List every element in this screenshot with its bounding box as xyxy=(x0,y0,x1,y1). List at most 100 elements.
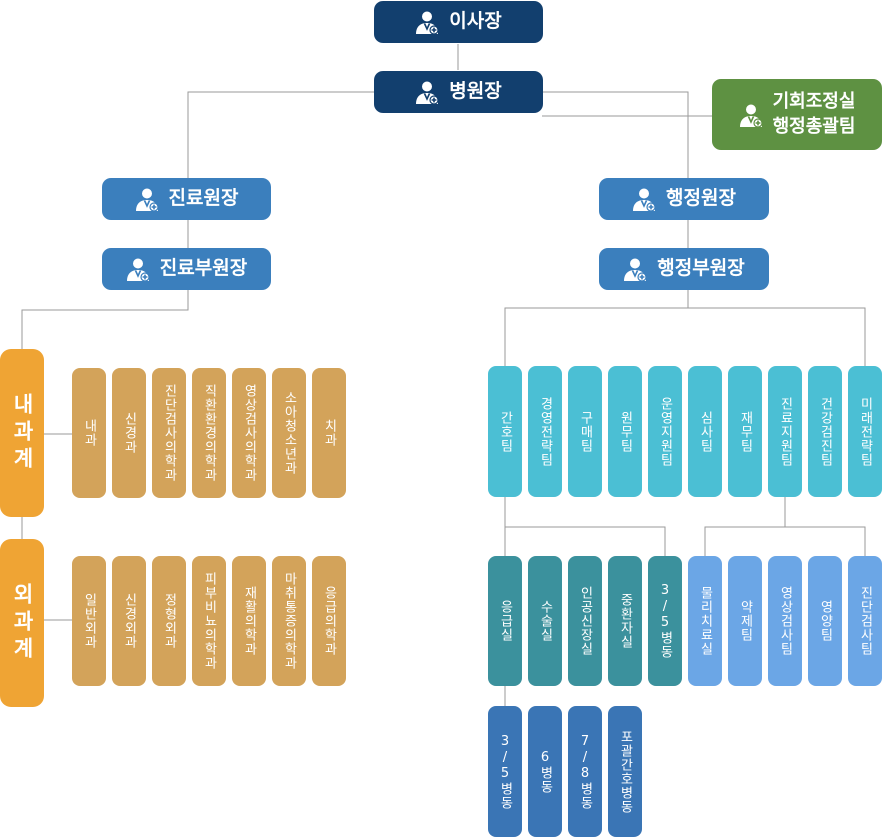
chairman-node: 이사장 xyxy=(374,1,543,43)
internal-dept: 소아청소년과 xyxy=(272,368,306,498)
support-unit-label: 영상검사팀 xyxy=(777,586,793,656)
ward-unit: 포괄간호병동 xyxy=(608,706,642,837)
internal-dept: 직환환경의학과 xyxy=(192,368,226,498)
doctor-icon xyxy=(633,188,656,211)
admin-team: 진료지원팀 xyxy=(768,366,802,497)
nursing-unit: 수술실 xyxy=(528,556,562,686)
surgery-group-label: 외과계 xyxy=(10,582,35,664)
support-unit-label: 영양팀 xyxy=(817,600,833,642)
director-node: 병원장 xyxy=(374,71,543,113)
admin-team-label: 진료지원팀 xyxy=(777,396,793,467)
internal-dept: 내과 xyxy=(72,368,106,498)
admin-team-label: 건강검진팀 xyxy=(817,396,833,467)
admin-team-label: 미래전략팀 xyxy=(857,396,873,467)
surgical-dept-label: 피부비뇨의학과 xyxy=(201,572,217,670)
admin-director-node: 행정원장 xyxy=(599,178,769,220)
internal-dept-label: 진단검사의학과 xyxy=(161,384,177,482)
internal-dept: 영상검사의학과 xyxy=(232,368,266,498)
vice-admin-director-label: 행정부원장 xyxy=(657,257,745,280)
nursing-unit-label: 3/5병동 xyxy=(657,583,673,659)
director-label: 병원장 xyxy=(449,80,502,103)
admin-team-label: 간호팀 xyxy=(497,410,513,453)
admin-team-label: 경영전략팀 xyxy=(537,396,553,467)
surgical-dept: 재활의학과 xyxy=(232,556,266,686)
ward-unit: 3/5병동 xyxy=(488,706,522,837)
support-unit: 영양팀 xyxy=(808,556,842,686)
support-unit-label: 약제팀 xyxy=(737,600,753,642)
support-unit-label: 진단검사팀 xyxy=(857,586,873,656)
internal-dept-label: 영상검사의학과 xyxy=(241,384,257,482)
nursing-unit-label: 인공신장실 xyxy=(577,586,593,656)
nursing-unit-label: 응급실 xyxy=(497,600,513,642)
ward-unit-label: 6병동 xyxy=(537,749,553,794)
admin-team-label: 재무팀 xyxy=(737,410,753,453)
admin-team: 미래전략팀 xyxy=(848,366,882,497)
ward-unit-label: 3/5병동 xyxy=(497,733,513,810)
surgical-dept-label: 재활의학과 xyxy=(241,586,257,656)
surgical-dept: 응급의학과 xyxy=(312,556,346,686)
chairman-label: 이사장 xyxy=(449,10,502,33)
support-unit: 영상검사팀 xyxy=(768,556,802,686)
internal-dept-label: 신경과 xyxy=(121,412,137,454)
planning-office-label: 기회조정실 행정총괄팀 xyxy=(772,91,856,137)
internal-dept: 신경과 xyxy=(112,368,146,498)
surgical-dept: 일반외과 xyxy=(72,556,106,686)
internal-dept-label: 소아청소년과 xyxy=(281,391,297,475)
support-unit-label: 물리치료실 xyxy=(697,586,713,656)
admin-team-label: 운영지원팀 xyxy=(657,396,673,467)
ward-unit: 7/8병동 xyxy=(568,706,602,837)
surgical-dept-label: 응급의학과 xyxy=(321,586,337,656)
doctor-icon xyxy=(739,104,763,127)
internal-dept-label: 치과 xyxy=(321,419,337,447)
internal-medicine-group: 내과계 xyxy=(0,349,44,517)
admin-team: 간호팀 xyxy=(488,366,522,497)
doctor-icon xyxy=(416,81,439,104)
admin-team: 심사팀 xyxy=(688,366,722,497)
admin-director-label: 행정원장 xyxy=(666,187,736,210)
admin-team: 운영지원팀 xyxy=(648,366,682,497)
surgery-group: 외과계 xyxy=(0,539,44,707)
nursing-unit-label: 중환자실 xyxy=(617,593,633,649)
surgical-dept-label: 정형외과 xyxy=(161,593,177,649)
internal-dept: 치과 xyxy=(312,368,346,498)
nursing-unit: 응급실 xyxy=(488,556,522,686)
admin-team: 재무팀 xyxy=(728,366,762,497)
vice-admin-director-node: 행정부원장 xyxy=(599,248,769,290)
support-unit: 진단검사팀 xyxy=(848,556,882,686)
internal-medicine-group-label: 내과계 xyxy=(10,392,35,474)
surgical-dept-label: 신경외과 xyxy=(121,593,137,649)
surgical-dept: 신경외과 xyxy=(112,556,146,686)
nursing-unit-label: 수술실 xyxy=(537,600,553,642)
internal-dept: 진단검사의학과 xyxy=(152,368,186,498)
surgical-dept: 마취통증의학과 xyxy=(272,556,306,686)
surgical-dept: 정형외과 xyxy=(152,556,186,686)
ward-unit-label: 포괄간호병동 xyxy=(617,729,633,814)
admin-team: 원무팀 xyxy=(608,366,642,497)
admin-team-label: 구매팀 xyxy=(577,410,593,453)
doctor-icon xyxy=(416,11,439,34)
nursing-unit: 3/5병동 xyxy=(648,556,682,686)
surgical-dept-label: 마취통증의학과 xyxy=(281,572,297,670)
admin-team: 구매팀 xyxy=(568,366,602,497)
support-unit: 물리치료실 xyxy=(688,556,722,686)
ward-unit-label: 7/8병동 xyxy=(577,733,593,810)
admin-team-label: 원무팀 xyxy=(617,410,633,453)
internal-dept-label: 내과 xyxy=(81,419,97,447)
admin-team: 경영전략팀 xyxy=(528,366,562,497)
admin-team: 건강검진팀 xyxy=(808,366,842,497)
nursing-unit: 중환자실 xyxy=(608,556,642,686)
vice-medical-director-label: 진료부원장 xyxy=(159,257,248,280)
medical-director-label: 진료원장 xyxy=(168,187,239,210)
doctor-icon xyxy=(135,188,159,211)
vice-medical-director-node: 진료부원장 xyxy=(102,248,271,290)
doctor-icon xyxy=(624,258,647,281)
ward-unit: 6병동 xyxy=(528,706,562,837)
support-unit: 약제팀 xyxy=(728,556,762,686)
admin-team-label: 심사팀 xyxy=(697,410,713,453)
surgical-dept: 피부비뇨의학과 xyxy=(192,556,226,686)
medical-director-node: 진료원장 xyxy=(102,178,271,220)
planning-office-node: 기회조정실 행정총괄팀 xyxy=(712,79,882,150)
doctor-icon xyxy=(126,258,150,281)
internal-dept-label: 직환환경의학과 xyxy=(201,384,217,482)
